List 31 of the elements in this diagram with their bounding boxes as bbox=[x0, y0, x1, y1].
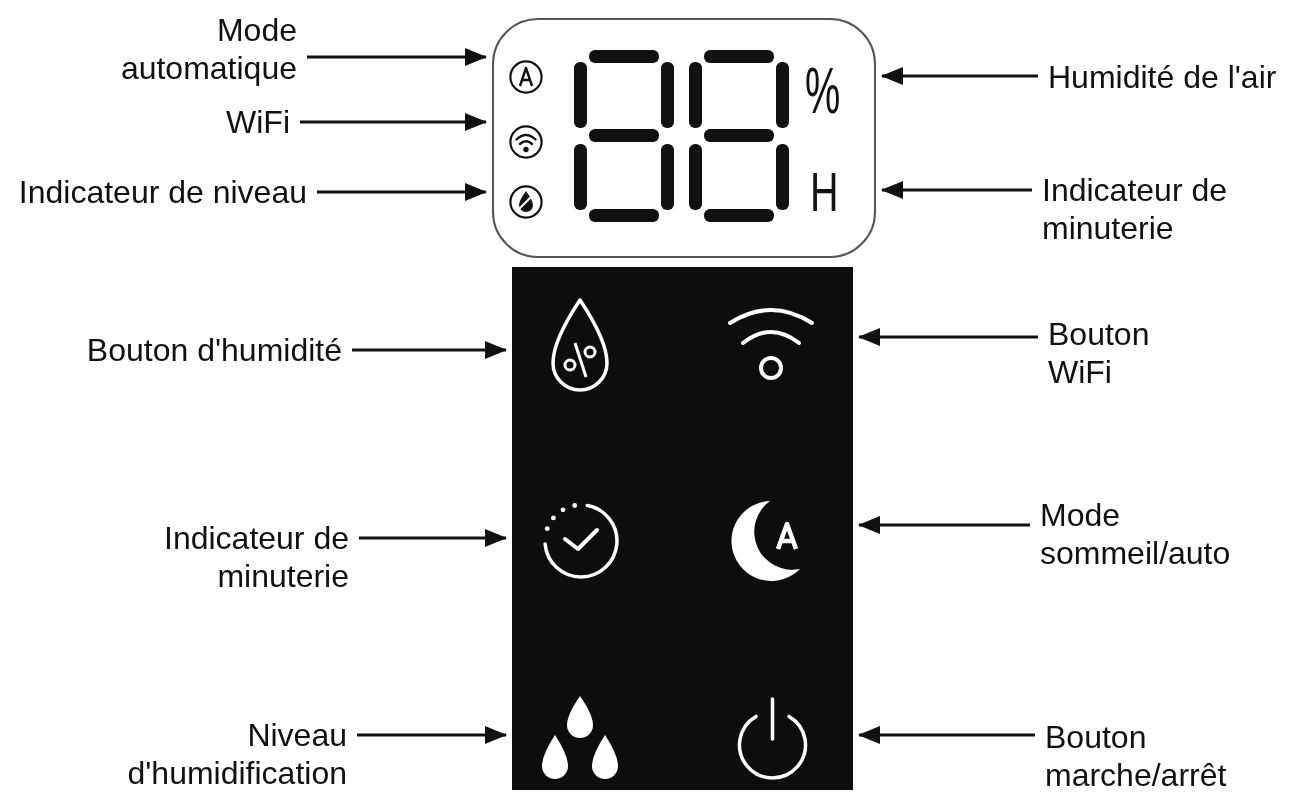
arrow bbox=[307, 48, 487, 66]
no-water-icon bbox=[509, 185, 543, 219]
arrow bbox=[858, 726, 1035, 744]
wifi-icon bbox=[509, 125, 543, 159]
humidity-drop-icon bbox=[549, 297, 611, 393]
callout-label: Mode sommeil/auto bbox=[1040, 496, 1232, 572]
unit-symbol: H bbox=[810, 165, 839, 220]
unit-symbol: % bbox=[805, 59, 841, 123]
callout-label: Bouton d'humidité bbox=[85, 331, 342, 369]
callout-label: Mode automatique bbox=[119, 11, 297, 87]
arrow bbox=[357, 726, 507, 744]
callout-label: Indicateur de minuterie bbox=[1042, 171, 1229, 247]
arrow bbox=[300, 113, 487, 131]
arrow bbox=[317, 183, 487, 201]
callout-label: Bouton marche/arrêt bbox=[1045, 718, 1228, 794]
arrow bbox=[858, 516, 1030, 534]
arrow bbox=[858, 328, 1038, 346]
callout-label: Indicateur de niveau bbox=[17, 173, 307, 211]
arrow bbox=[359, 529, 507, 547]
callout-label: Humidité de l'air bbox=[1048, 58, 1278, 96]
callout-label: Indicateur de minuterie bbox=[162, 519, 349, 595]
callout-label: Bouton WiFi bbox=[1048, 315, 1151, 391]
callout-label: Niveau d'humidification bbox=[126, 716, 347, 792]
control-panel bbox=[512, 267, 853, 790]
callout-label: WiFi bbox=[225, 103, 290, 141]
wifi-icon bbox=[726, 305, 816, 382]
arrow bbox=[881, 181, 1032, 199]
arrow bbox=[352, 341, 507, 359]
auto-mode-icon bbox=[509, 60, 543, 94]
arrow bbox=[881, 67, 1038, 85]
power-icon bbox=[735, 695, 810, 782]
